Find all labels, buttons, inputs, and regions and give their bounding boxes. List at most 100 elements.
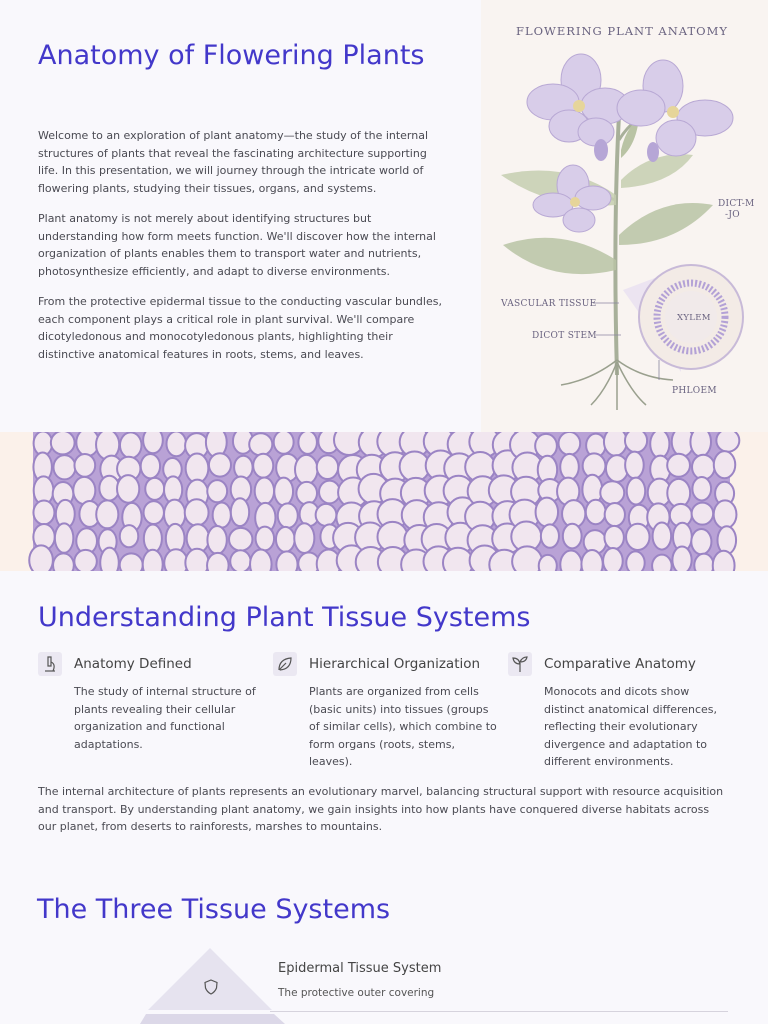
card-title-comparative: Comparative Anatomy [544, 656, 696, 672]
cell [716, 525, 738, 556]
cell [624, 450, 645, 480]
cell [603, 502, 626, 528]
cell [297, 432, 318, 455]
cell [537, 553, 558, 571]
cell [580, 548, 604, 571]
illustration-heading: FLOWERING PLANT ANATOMY [516, 24, 728, 38]
cell [315, 454, 340, 480]
cell [623, 432, 649, 454]
cell [273, 476, 295, 507]
plant-drawing [501, 53, 744, 410]
tissue-pyramid [140, 948, 285, 1024]
cell [274, 525, 296, 553]
cell [272, 432, 295, 455]
cell [99, 546, 120, 571]
leaf-icon [273, 652, 297, 676]
cell [671, 545, 693, 571]
cell [691, 476, 713, 502]
cell [211, 501, 232, 529]
label-vascular-tissue: VASCULAR TISSUE [501, 299, 597, 309]
cell [294, 453, 319, 486]
cell [602, 547, 624, 571]
cell [693, 552, 715, 571]
cell [142, 432, 164, 455]
cell [651, 553, 673, 571]
cell [184, 452, 210, 484]
cell [165, 432, 188, 458]
cell [651, 521, 673, 551]
cell [511, 545, 544, 571]
plant-anatomy-illustration: FLOWERING PLANT ANATOMY [481, 0, 768, 432]
page-title: Anatomy of Flowering Plants [38, 40, 425, 71]
cell [118, 432, 143, 460]
cell [293, 522, 316, 555]
epidermal-subtitle: The protective outer covering [278, 987, 435, 999]
cell [118, 524, 140, 549]
label-xylem: XYLEM [677, 313, 711, 323]
cell [144, 476, 166, 501]
cell [690, 501, 715, 526]
systems-title: Understanding Plant Tissue Systems [38, 602, 531, 633]
card-body-hierarchical: Plants are organized from cells (basic u… [309, 685, 497, 768]
cell [52, 454, 77, 481]
cell [711, 549, 736, 571]
cell [691, 453, 716, 481]
cell [95, 499, 120, 530]
intro-paragraph-2: Plant anatomy is not merely about identi… [38, 212, 436, 278]
cell [53, 522, 75, 554]
cell [139, 452, 162, 480]
cell [689, 432, 713, 458]
cell [539, 523, 560, 549]
cell [73, 548, 98, 571]
cell [625, 522, 651, 552]
cell [276, 502, 299, 529]
cell [559, 452, 580, 481]
cell [534, 432, 558, 459]
cell [163, 548, 189, 571]
cell [602, 432, 628, 457]
cell [184, 547, 210, 571]
divider [270, 1011, 728, 1012]
cell [253, 476, 276, 506]
cell [625, 550, 646, 571]
cell [534, 496, 560, 528]
cell [712, 450, 737, 480]
cell [557, 432, 582, 456]
cell [318, 479, 341, 505]
cell [141, 548, 164, 571]
card-body-comparative: Monocots and dicots show distinct anatom… [544, 685, 718, 768]
cell [254, 525, 276, 552]
epidermal-title: Epidermal Tissue System [278, 961, 442, 976]
cell [72, 475, 97, 506]
card-title-anatomy: Anatomy Defined [74, 656, 192, 672]
label-dicot-stem: DICOT STEM [532, 331, 597, 341]
cell [690, 528, 713, 556]
cell [206, 524, 228, 555]
cell [712, 499, 738, 530]
cell [207, 452, 232, 478]
three-systems-title: The Three Tissue Systems [37, 894, 391, 925]
cell [649, 432, 671, 460]
cell [228, 526, 254, 552]
cell-tissue-band [0, 432, 768, 571]
cell [715, 432, 741, 453]
shield-icon [201, 977, 221, 997]
microscope-icon [38, 652, 62, 676]
cell [314, 502, 338, 527]
intro-paragraph-1: Welcome to an exploration of plant anato… [38, 129, 429, 195]
cell [183, 498, 210, 527]
cell [206, 479, 229, 504]
cell [584, 498, 607, 526]
sprout-icon [508, 652, 532, 676]
cell [666, 452, 691, 478]
cell [599, 480, 626, 506]
cell [559, 549, 583, 571]
cell [52, 552, 75, 571]
cell [248, 432, 274, 457]
cell [229, 497, 251, 528]
cell-tissue-image [28, 432, 741, 571]
card-title-hierarchical: Hierarchical Organization [309, 656, 481, 672]
cell [73, 452, 97, 478]
cell [252, 452, 275, 479]
systems-summary: The internal architecture of plants repr… [38, 785, 724, 833]
